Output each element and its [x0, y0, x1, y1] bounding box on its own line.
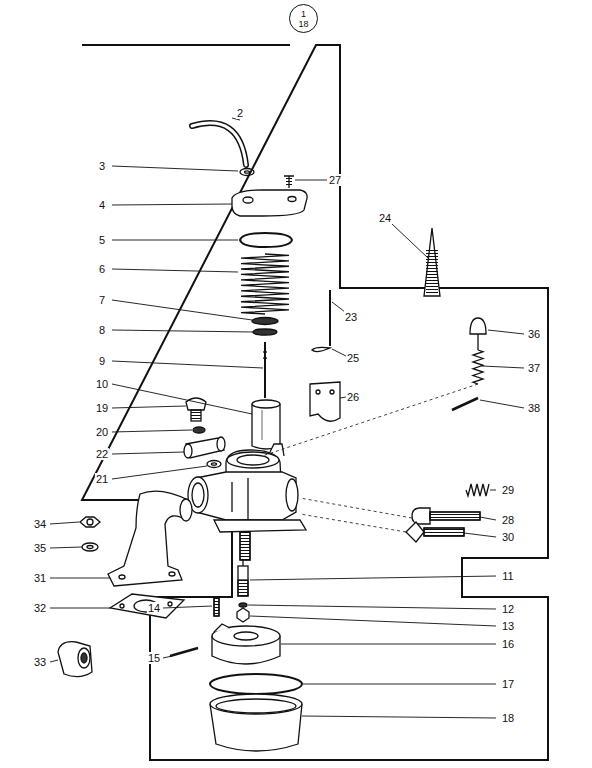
callout-number: 9: [98, 355, 106, 367]
fuel-tube-core: [192, 123, 246, 165]
callout-number: 37: [527, 362, 541, 374]
callout-number: 5: [98, 234, 106, 246]
callout-number: 27: [328, 174, 342, 186]
spring-coil: [473, 350, 483, 384]
callout-number: 7: [98, 294, 106, 306]
callout-number: 12: [501, 603, 515, 615]
callout-number: 10: [95, 378, 109, 390]
callout-number: 1 18: [297, 9, 311, 29]
callout-number: 34: [33, 518, 47, 530]
callout-number: 22: [95, 448, 109, 460]
callout-number: 35: [33, 542, 47, 554]
callout-number: 32: [33, 602, 47, 614]
return-spring: [241, 254, 289, 314]
callout-number: 20: [95, 426, 109, 438]
callout-number: 4: [98, 199, 106, 211]
callout-number: 30: [501, 531, 515, 543]
leader-lines: [50, 118, 524, 718]
callout-number: 2: [236, 107, 244, 119]
callout-number: 3: [98, 160, 106, 172]
callout-number: 16: [501, 638, 515, 650]
callout-number: 18: [501, 712, 515, 724]
callout-number: 26: [346, 391, 360, 403]
callout-number: 29: [501, 484, 515, 496]
group-outline: [82, 45, 548, 760]
callout-number: 31: [33, 572, 47, 584]
carburetor-body: [188, 444, 306, 560]
spring-coil: [241, 254, 289, 314]
callout-number: 19: [95, 402, 109, 414]
callout-number: 8: [98, 324, 106, 336]
callout-number: 17: [501, 678, 515, 690]
callout-number: 36: [527, 328, 541, 340]
callout-number: 6: [98, 263, 106, 275]
callout-number: 11: [501, 570, 514, 582]
callout-number: 21: [95, 473, 109, 485]
fuel-tube: [192, 123, 246, 165]
callout-number: 14: [147, 602, 161, 614]
callout-number: 33: [33, 656, 47, 668]
callout-number: 13: [501, 620, 515, 632]
spring-coil: [466, 484, 489, 496]
callout-number: 15: [147, 652, 161, 664]
group-callout-circle: 1 18: [289, 4, 318, 33]
callout-number: 24: [378, 212, 392, 224]
callout-number: 38: [527, 402, 541, 414]
callout-number: 25: [346, 352, 360, 364]
callout-number: 23: [344, 311, 358, 323]
callout-number: 28: [501, 514, 515, 526]
